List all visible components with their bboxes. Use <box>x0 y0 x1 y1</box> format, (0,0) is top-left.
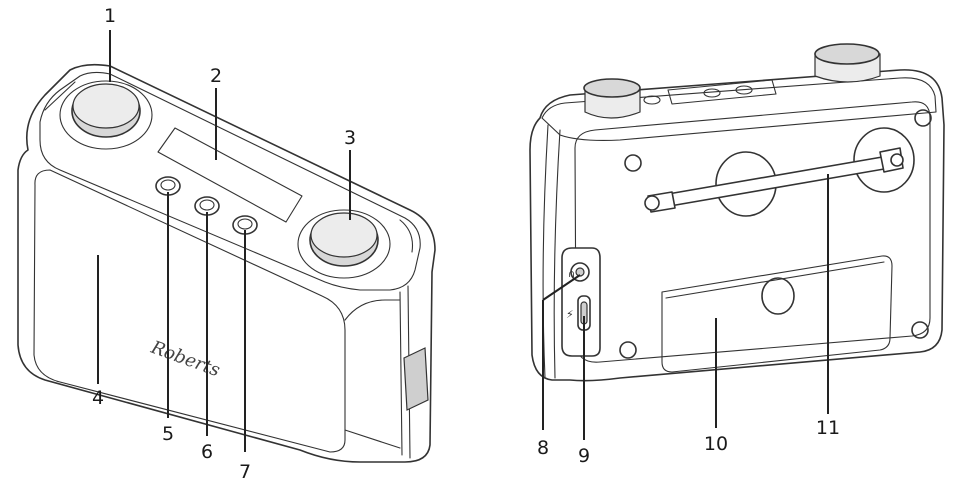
callout-number-8: 8 <box>537 437 549 459</box>
radio-front-view: Roberts <box>17 63 436 463</box>
battery-cover-screw <box>761 277 795 315</box>
side-port-panel <box>561 247 601 357</box>
front-side-edge <box>344 299 401 449</box>
battery-cover-edge <box>665 261 885 299</box>
callout-number-11: 11 <box>816 417 840 439</box>
callout-number-5: 5 <box>162 423 174 445</box>
right-knob <box>297 209 391 279</box>
back-panel <box>574 101 931 363</box>
callout-number-10: 10 <box>704 433 728 455</box>
radio-body-back <box>529 69 945 382</box>
corner-foot <box>914 109 932 127</box>
headphone-icon: ∩ <box>568 269 575 280</box>
callout-number-2: 2 <box>210 65 222 87</box>
back-top-button <box>735 85 753 95</box>
callout-number-3: 3 <box>344 127 356 149</box>
battery-cover <box>661 255 893 373</box>
top-edge-line <box>44 81 414 253</box>
side-connector-panel <box>403 347 429 411</box>
callout-number-7: 7 <box>239 461 251 483</box>
headphone-jack <box>570 262 590 282</box>
radio-back-view: ∩ ⚡ <box>529 43 945 382</box>
power-icon: ⚡ <box>566 308 574 321</box>
back-top-button <box>643 95 661 105</box>
leader-lines <box>97 30 829 452</box>
callout-number-6: 6 <box>201 441 213 463</box>
back-knob-left <box>583 78 641 119</box>
speaker-grille <box>33 169 346 453</box>
display-window <box>157 127 303 223</box>
back-display-window <box>667 79 777 105</box>
antenna-mount-right <box>853 127 915 193</box>
radio-body-front <box>17 63 436 463</box>
callout-number-4: 4 <box>92 387 104 409</box>
back-knob-right <box>814 43 881 83</box>
left-knob <box>59 80 153 150</box>
callout-number-9: 9 <box>578 445 590 467</box>
corner-foot <box>619 341 637 359</box>
telescopic-antenna <box>644 147 904 213</box>
back-top-button <box>703 88 721 98</box>
back-top-panel <box>541 77 937 141</box>
corner-foot <box>911 321 929 339</box>
callout-number-1: 1 <box>104 5 116 27</box>
leader-line-8a <box>542 274 581 301</box>
callout-numbers: 1 2 3 4 5 6 7 8 9 10 11 <box>92 5 840 483</box>
corner-foot <box>624 154 642 172</box>
radio-top-panel <box>39 71 421 291</box>
